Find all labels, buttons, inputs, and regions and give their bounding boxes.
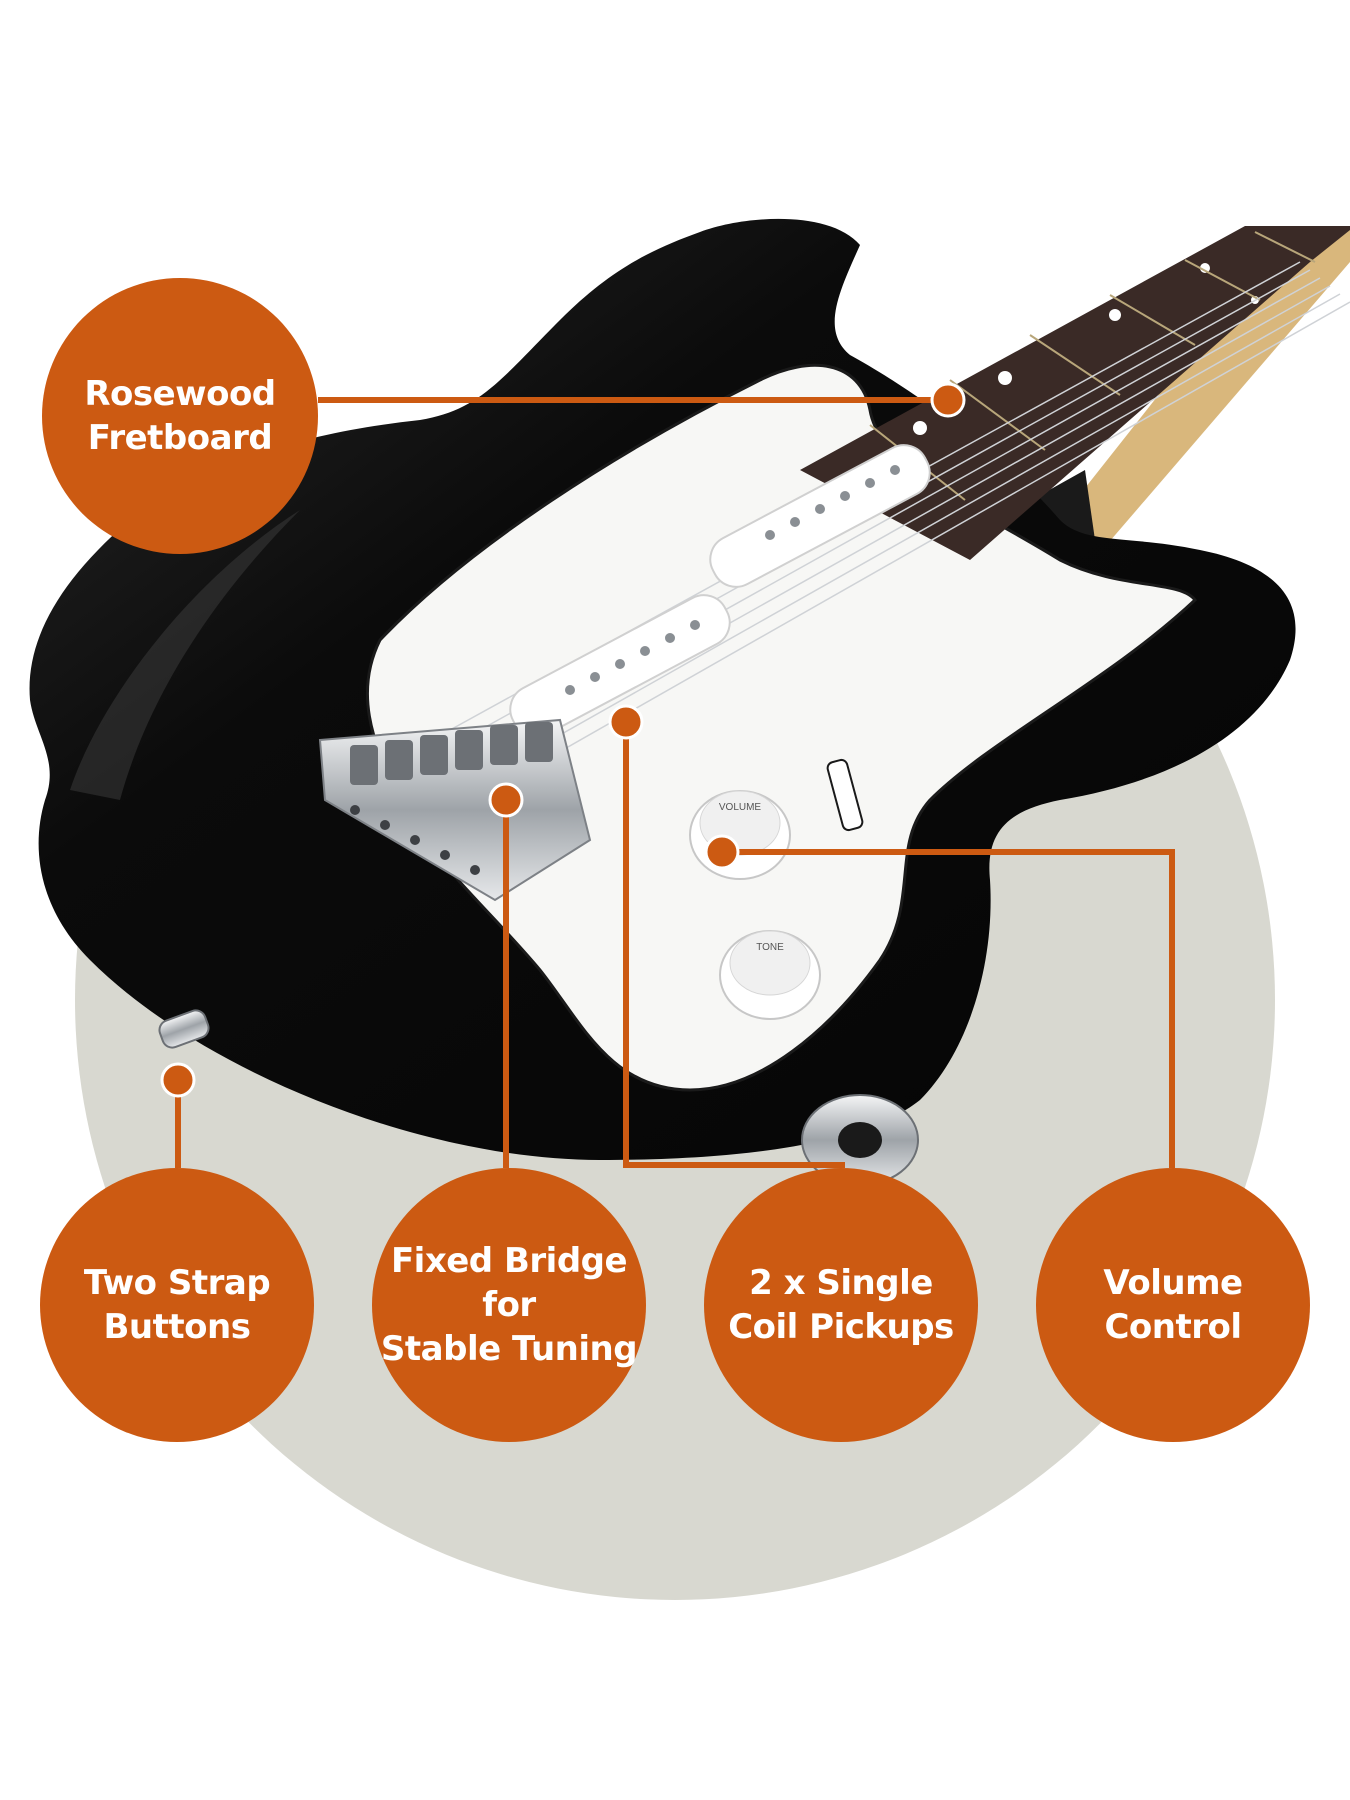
bridge-pickup <box>509 594 731 738</box>
callout-leader-lines <box>175 397 1175 1168</box>
guitar-neck-side <box>1040 226 1350 570</box>
callout-line: Buttons <box>103 1307 251 1347</box>
pickup-selector <box>826 758 864 832</box>
callout-line: Coil Pickups <box>728 1307 954 1347</box>
callout-line: Volume <box>1103 1263 1243 1303</box>
body-highlight <box>70 510 300 800</box>
callout-fixed-bridge: Fixed Bridge for Stable Tuning <box>372 1168 646 1442</box>
tone-knob-label: TONE <box>756 942 784 953</box>
strap-button <box>158 1009 210 1049</box>
callout-dots <box>160 382 966 1098</box>
pickguard <box>365 363 1198 1092</box>
callout-line: Control <box>1104 1307 1242 1347</box>
callout-line: Fretboard <box>87 418 273 458</box>
callout-line: Two Strap <box>83 1263 271 1303</box>
callout-two-strap-buttons: Two Strap Buttons <box>40 1168 314 1442</box>
callout-volume-control: Volume Control <box>1036 1168 1310 1442</box>
fret-markers <box>913 263 1259 435</box>
callout-rosewood-fretboard: Rosewood Fretboard <box>42 278 318 554</box>
neck-pickup <box>709 444 931 588</box>
callout-line: 2 x Single <box>749 1263 933 1303</box>
volume-knob-label: VOLUME <box>719 802 762 813</box>
callout-line: Fixed Bridge for <box>390 1241 628 1325</box>
tone-knob: TONE <box>719 930 821 1020</box>
callout-line: Stable Tuning <box>380 1329 638 1369</box>
callout-line: Rosewood <box>84 374 276 414</box>
fixed-bridge <box>318 718 592 902</box>
callout-single-coil-pickups: 2 x Single Coil Pickups <box>704 1168 978 1442</box>
volume-knob: VOLUME <box>689 790 791 880</box>
